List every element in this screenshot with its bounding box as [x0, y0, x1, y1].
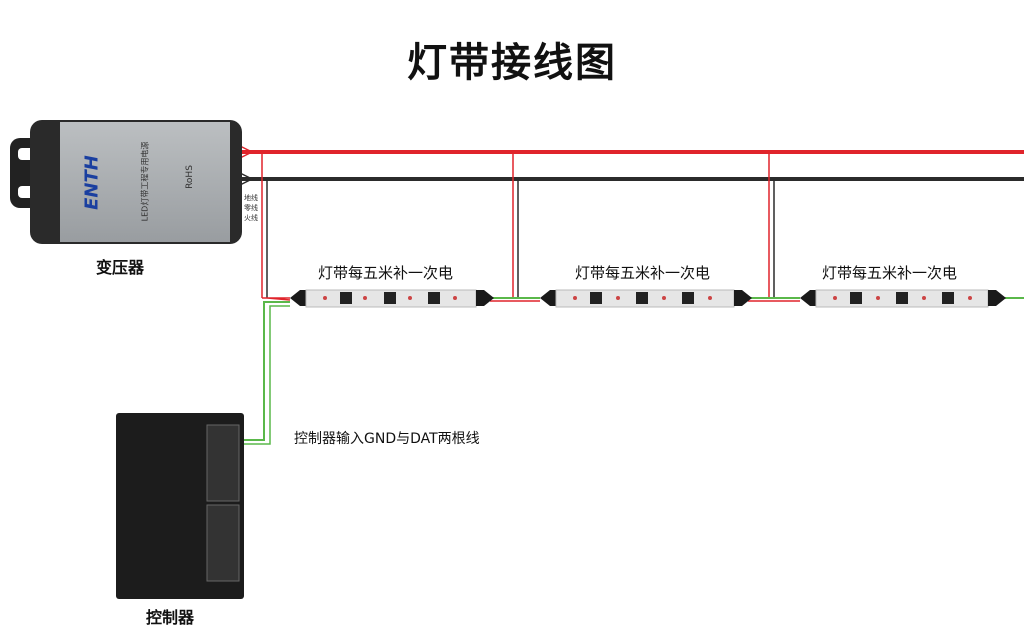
led-strip-3 — [800, 289, 1006, 308]
terminal-label-ground: 地线 — [244, 194, 258, 202]
controller-data-wire — [240, 301, 290, 441]
transformer-unit — [10, 120, 242, 244]
controller-gnd-wire — [240, 305, 290, 445]
segment-label-1: 灯带每五米补一次电 — [318, 264, 454, 282]
transformer-label: 变压器 — [96, 258, 145, 277]
controller-input-note: 控制器输入GND与DAT两根线 — [294, 431, 480, 447]
led-strip-1 — [290, 289, 494, 308]
controller-unit — [116, 413, 244, 599]
segment-label-2: 灯带每五米补一次电 — [575, 264, 711, 282]
diagram-title: 灯带接线图 — [407, 40, 617, 86]
transformer-brand: ENTH — [81, 155, 103, 210]
led-strip-2 — [540, 289, 752, 308]
negative-terminal-arrow — [239, 172, 254, 186]
segment-label-3: 灯带每五米补一次电 — [822, 264, 958, 282]
transformer-cert: RoHS — [185, 165, 195, 189]
positive-terminal-arrow — [239, 145, 254, 159]
terminal-label-live: 火线 — [244, 214, 258, 222]
terminal-label-neutral: 零线 — [244, 204, 258, 212]
drop-link-1 — [262, 297, 291, 301]
transformer-panel-text: LED灯带工程专用电源 — [140, 141, 150, 222]
controller-label: 控制器 — [146, 608, 195, 627]
